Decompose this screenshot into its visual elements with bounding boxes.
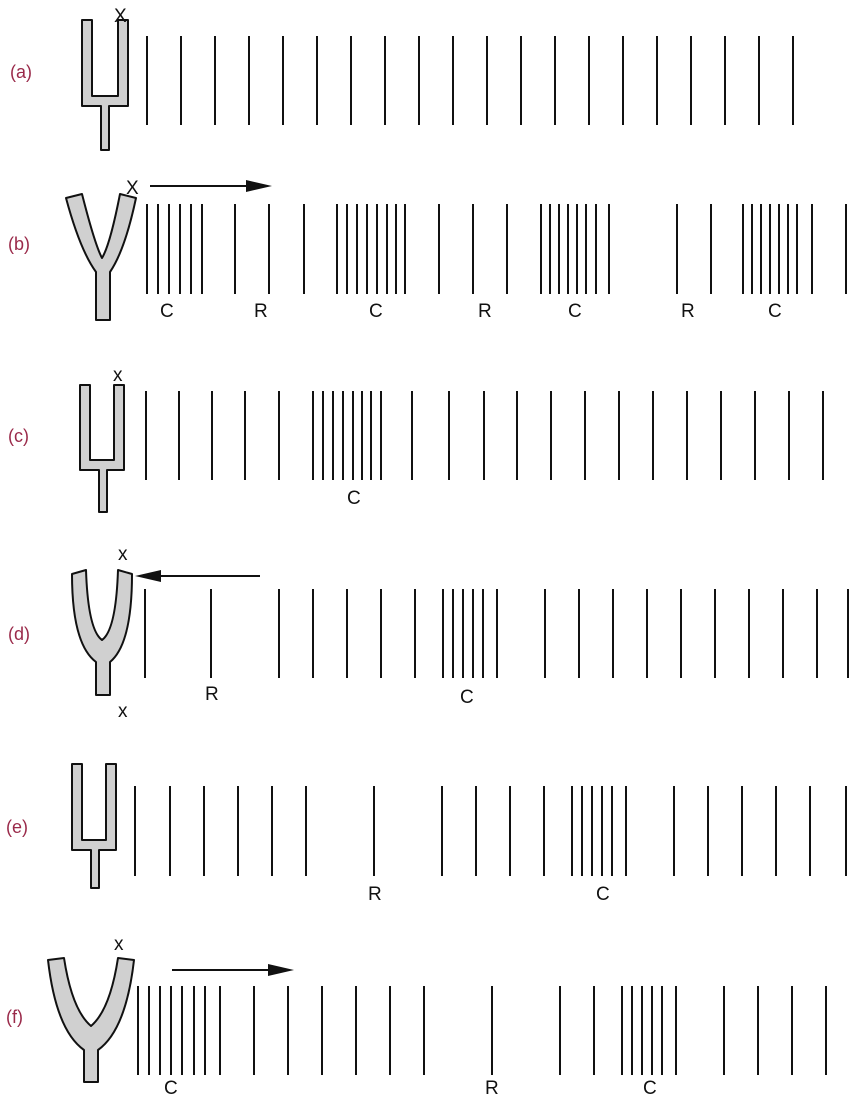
x-mark-f: x (114, 934, 124, 955)
zone-labels-b: C R C R C R C (160, 301, 782, 322)
panel-f: (f) x (6, 934, 826, 1095)
rarefaction-label: R (368, 884, 382, 905)
arrow-head-icon (135, 570, 161, 582)
rarefaction-label: R (205, 684, 219, 705)
tuning-fork-icon (80, 385, 124, 512)
panel-label-a: (a) (10, 62, 32, 82)
arrow-head-icon (268, 964, 294, 976)
panel-label-f: (f) (6, 1007, 23, 1027)
wavefronts-c (146, 391, 823, 480)
compression-label: C (460, 687, 474, 708)
compression-label: C (643, 1078, 657, 1095)
wavefronts-f (138, 986, 826, 1075)
compression-label: C (369, 301, 383, 322)
x-mark-a: X (114, 6, 127, 27)
panel-label-c: (c) (8, 426, 29, 446)
x-mark-d-bottom: x (118, 701, 128, 722)
rarefaction-label: R (254, 301, 268, 322)
rarefaction-label: R (681, 301, 695, 322)
tuning-fork-icon (48, 958, 134, 1082)
panel-label-b: (b) (8, 234, 30, 254)
wavefronts-a (147, 36, 793, 125)
panel-c: (c) x (8, 365, 823, 512)
x-mark-c: x (113, 365, 123, 386)
rarefaction-label: R (478, 301, 492, 322)
tuning-fork-icon (72, 570, 132, 695)
wavefronts-d (145, 589, 848, 678)
arrow-head-icon (246, 180, 272, 192)
tuning-fork-icon (66, 194, 136, 320)
compression-label: C (596, 884, 610, 905)
x-mark-d-top: x (118, 544, 128, 565)
compression-label: C (347, 488, 361, 509)
compression-label: C (568, 301, 582, 322)
compression-label: C (160, 301, 174, 322)
panel-label-d: (d) (8, 624, 30, 644)
x-mark-b: X (126, 178, 139, 199)
panel-e: (e) R C (6, 764, 846, 905)
panel-a: (a) X (10, 6, 793, 150)
compression-label: C (164, 1078, 178, 1095)
panel-b: (b) X (8, 178, 846, 322)
tuning-fork-icon (82, 20, 128, 150)
wavefronts-b (147, 204, 846, 294)
tuning-fork-icon (72, 764, 116, 888)
compression-label: C (768, 301, 782, 322)
rarefaction-label: R (485, 1078, 499, 1095)
wavefronts-e (135, 786, 846, 876)
panel-label-e: (e) (6, 817, 28, 837)
panel-d: (d) x x (8, 544, 848, 722)
